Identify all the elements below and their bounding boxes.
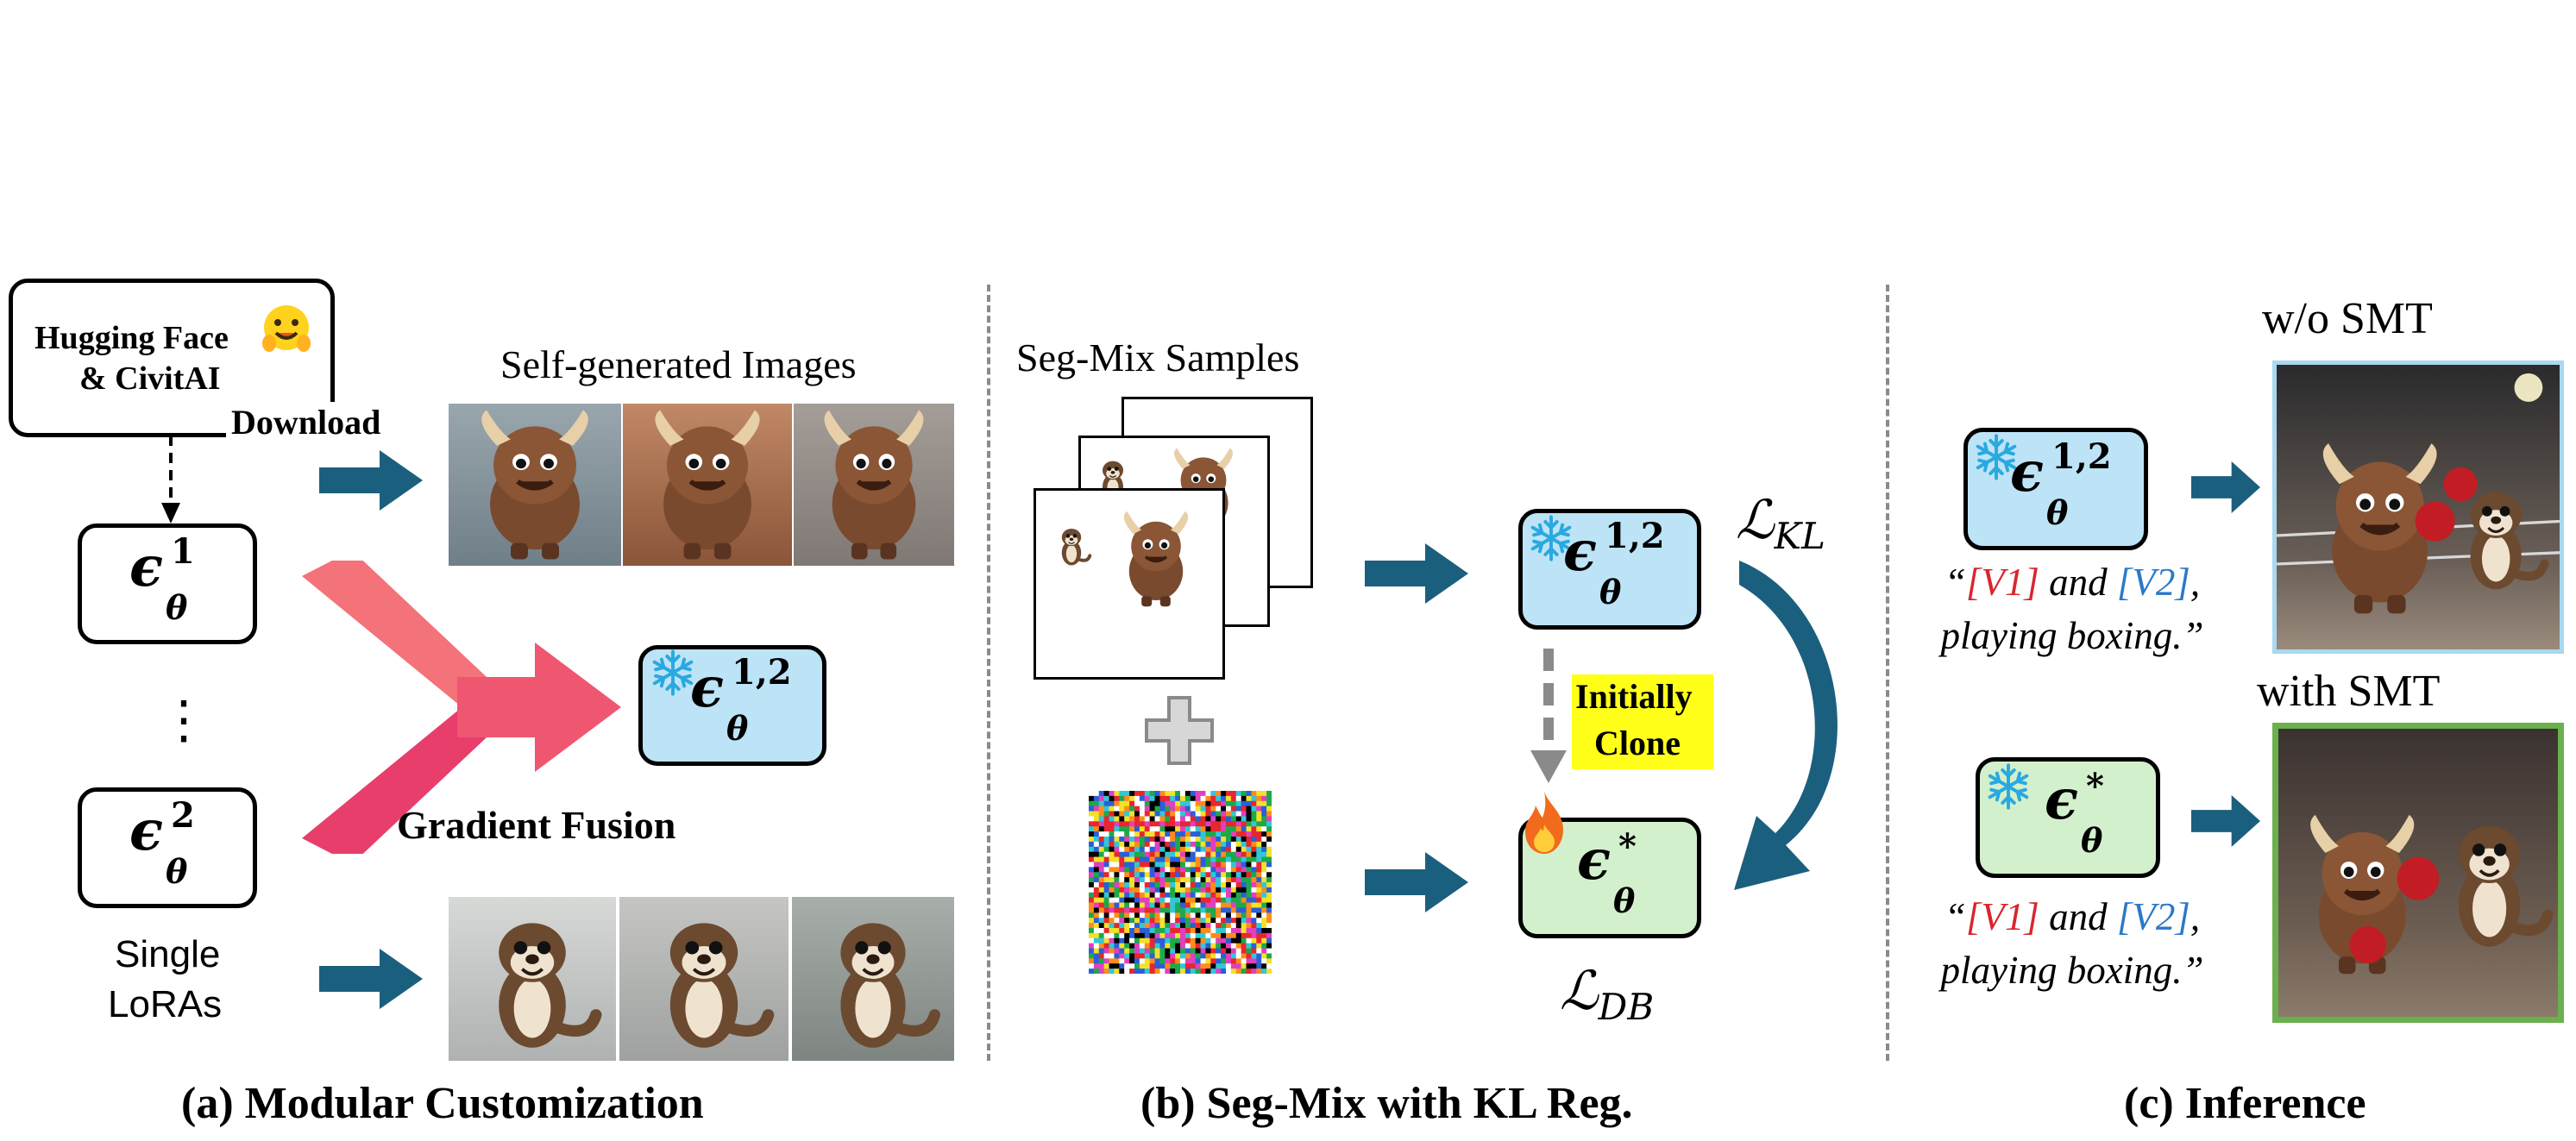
source-line-1: Hugging Face [35,320,229,356]
with-smt-label: with SMT [2257,667,2441,716]
divider-a-b [987,285,990,1061]
generated-image-creature-1 [449,404,621,566]
generated-image-creature-3 [794,404,954,566]
self-generated-label: Self-generated Images [500,342,857,386]
frozen-teacher-symbol: ϵ 1,2 θ [1563,516,1665,611]
kl-curved-arrow [1734,561,1838,890]
clone-label: Clone [1594,724,1681,762]
gradient-fusion-arrow [302,561,621,854]
generate-arrow-top [319,450,423,511]
single-lora-1-symbol: ϵ 1 θ [129,531,195,627]
without-smt-label: w/o SMT [2262,294,2433,343]
single-lora-1-box [78,523,257,644]
prompt-bottom: “[V1] and [V2], playing boxing.” [1940,895,2204,992]
result-without-smt-image [2272,360,2564,654]
fire-icon [1525,792,1563,854]
inference-trained-symbol: ϵ * θ [2045,766,2104,860]
inference-trained-box [1976,757,2160,878]
v2-token: [V2] [2116,561,2190,604]
divider-b-c [1886,285,1889,1061]
segmix-arrow [1365,543,1468,604]
generated-image-creature-2 [623,404,792,566]
download-dashed-arrow [161,436,180,523]
single-lora-2-box [78,787,257,908]
vertical-dots: ⋮ [158,692,210,749]
source-line-2: & CivitAI [79,360,221,397]
kl-loss-label: ℒKL [1736,488,1825,557]
fused-lora-symbol: ϵ 1,2 θ [690,652,792,748]
fused-lora-box [638,645,826,766]
single-lora-2-symbol: ϵ 2 θ [129,795,195,891]
generated-image-otter-3 [792,897,954,1061]
download-label: Download [226,402,386,442]
v1-token: [V1] [1965,895,2039,938]
generated-image-otter-2 [619,897,789,1061]
single-loras-line-2: LoRAs [108,983,223,1025]
prompt-top: “[V1] and [V2], playing boxing.” [1940,561,2204,657]
noise-arrow [1365,852,1468,912]
v2-token: [V2] [2116,895,2190,938]
segmix-sample-front [1034,488,1225,680]
initially-label: Initially [1575,677,1693,716]
segmix-sample-front-creatures [1044,498,1216,619]
snowflake-icon [1984,762,2033,811]
single-loras-line-1: Single [115,933,221,975]
segmix-samples-label: Seg-Mix Samples [1016,335,1300,379]
clone-arrow [1530,649,1567,783]
inference-frozen-symbol: ϵ 1,2 θ [2010,436,2112,532]
caption-c: (c) Inference [2124,1079,2366,1128]
trained-student-symbol: ϵ * θ [1577,826,1637,920]
plus-icon [1145,696,1214,765]
source-hub-box [9,279,335,437]
result-with-smt-image [2272,723,2564,1023]
hugging-face-icon [262,305,311,352]
gradient-fusion-label: Gradient Fusion [397,803,676,847]
generated-image-otter-1 [449,897,616,1061]
inference-arrow-bottom [2191,795,2260,847]
initially-clone-highlight [1572,674,1713,769]
v1-token: [V1] [1965,561,2039,604]
inference-arrow-top [2191,461,2260,513]
caption-b: (b) Seg-Mix with KL Reg. [1140,1079,1633,1128]
caption-a: (a) Modular Customization [181,1079,704,1128]
frozen-teacher-box [1518,509,1701,630]
generate-arrow-bottom [319,949,423,1009]
db-loss-label: ℒDB [1560,959,1655,1028]
inference-frozen-box [1963,428,2148,550]
noise-image [1089,791,1272,974]
